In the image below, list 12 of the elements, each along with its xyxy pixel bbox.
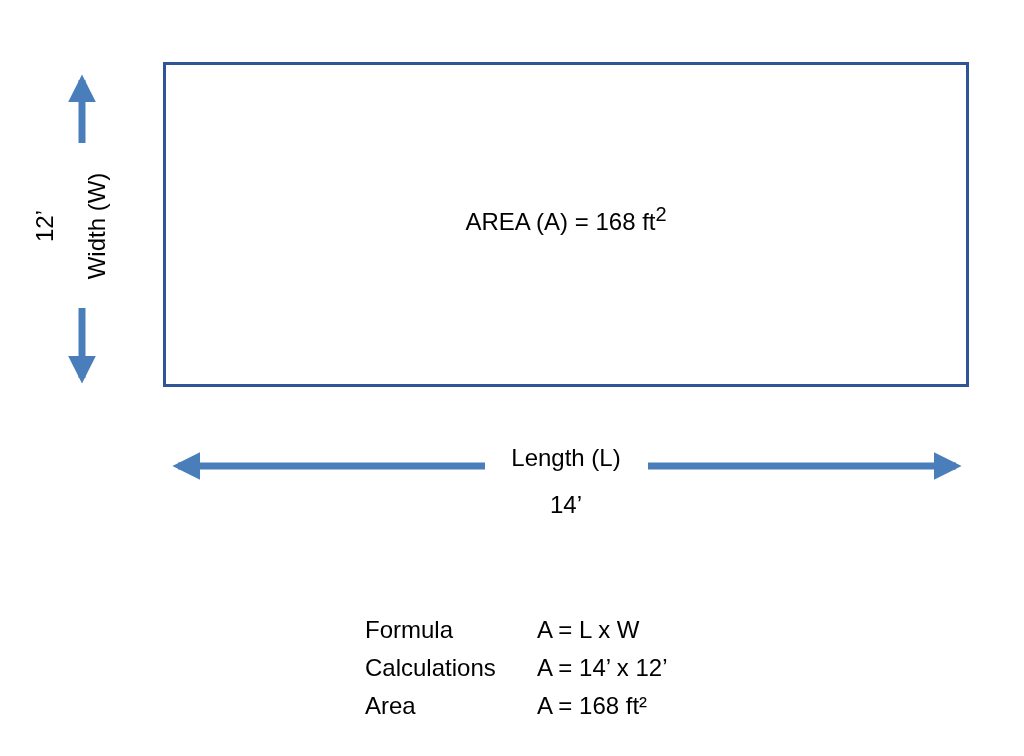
row-heading: Area [365,692,416,720]
area-label: AREA (A) = 168 ft$^{2}$ [465,203,667,236]
dimension-label: Length (L) [511,444,621,472]
formula-text: A = 168 ft² [537,692,648,720]
dimension-value: 12’ [31,210,59,242]
formula-text: A = L x W [537,616,640,644]
dimension-value: 14’ [550,491,582,519]
row-heading: Calculations [365,654,496,682]
dimension-label: Width (W) [83,172,111,280]
row-heading: Formula [365,616,454,644]
area-rectangle [163,62,969,387]
formula-text: A = 14’ x 12’ [537,654,668,682]
